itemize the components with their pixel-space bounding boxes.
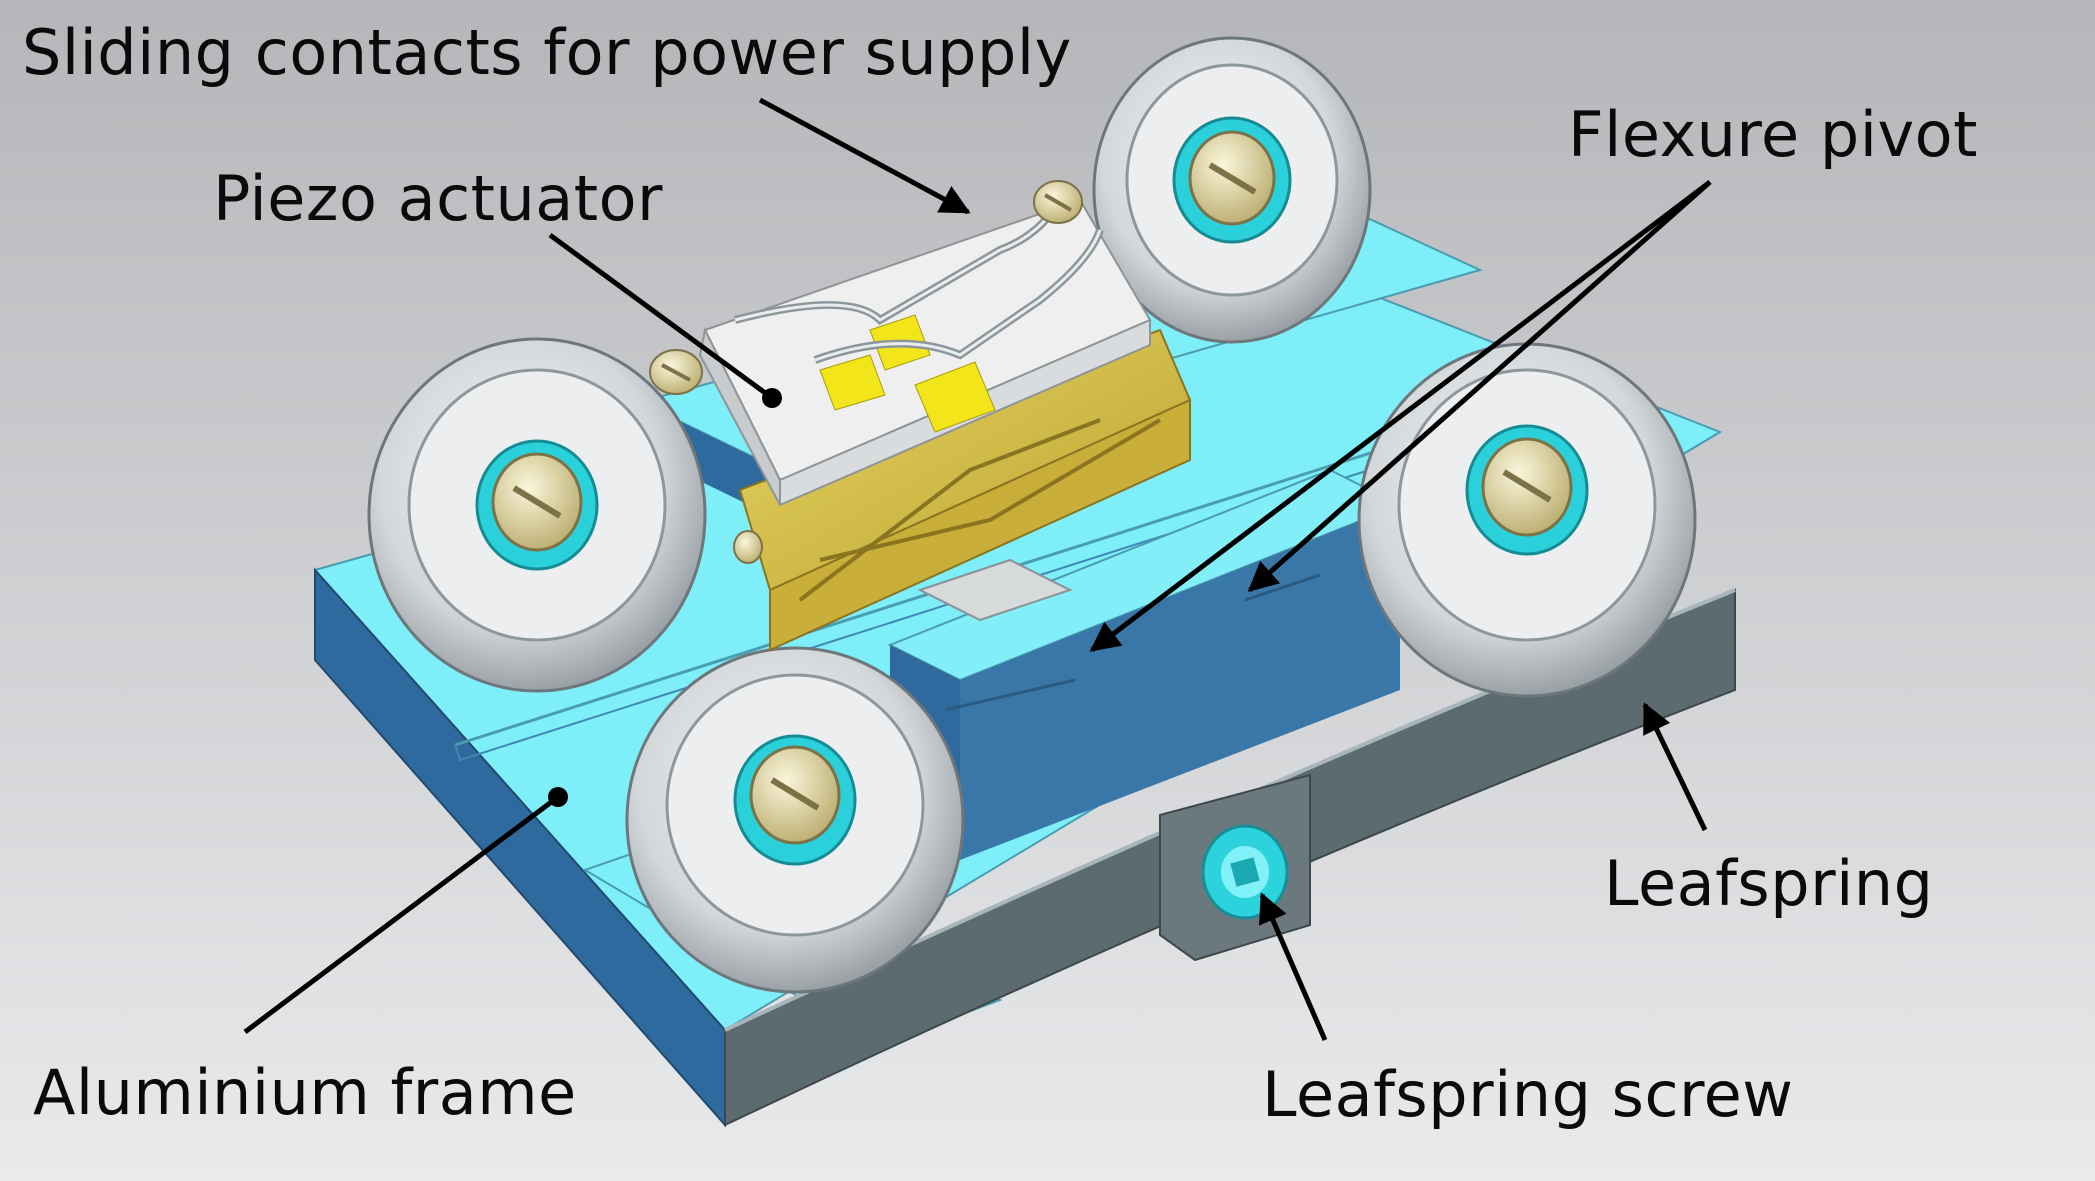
label-leafspring-screw: Leafspring screw	[1262, 1058, 1794, 1131]
label-leafspring: Leafspring	[1604, 847, 1934, 920]
label-aluminium-frame: Aluminium frame	[33, 1056, 577, 1129]
leader-piezo-actuator	[548, 232, 774, 401]
wheel-front	[625, 646, 965, 994]
label-piezo-actuator: Piezo actuator	[213, 162, 663, 235]
arrow-sliding-contacts	[758, 97, 971, 215]
leader-aluminium-frame	[243, 795, 560, 1034]
label-flexure-pivot: Flexure pivot	[1568, 98, 1978, 171]
label-sliding-contacts: Sliding contacts for power supply	[22, 16, 1072, 89]
arrow-leafspring	[1642, 702, 1708, 832]
dot-aluminium-frame	[548, 787, 568, 807]
wheel-right	[1357, 342, 1697, 698]
wheel-left	[367, 337, 707, 693]
leader-lines	[243, 97, 1712, 1041]
arrow-flexure-pivot-right	[1247, 180, 1712, 592]
arrow-leafspring-screw	[1259, 892, 1328, 1041]
piezo-actuator	[649, 180, 1192, 652]
wheel-rear	[1092, 36, 1372, 344]
arrow-flexure-pivot-left	[1089, 180, 1712, 652]
dot-piezo-actuator	[762, 388, 782, 408]
